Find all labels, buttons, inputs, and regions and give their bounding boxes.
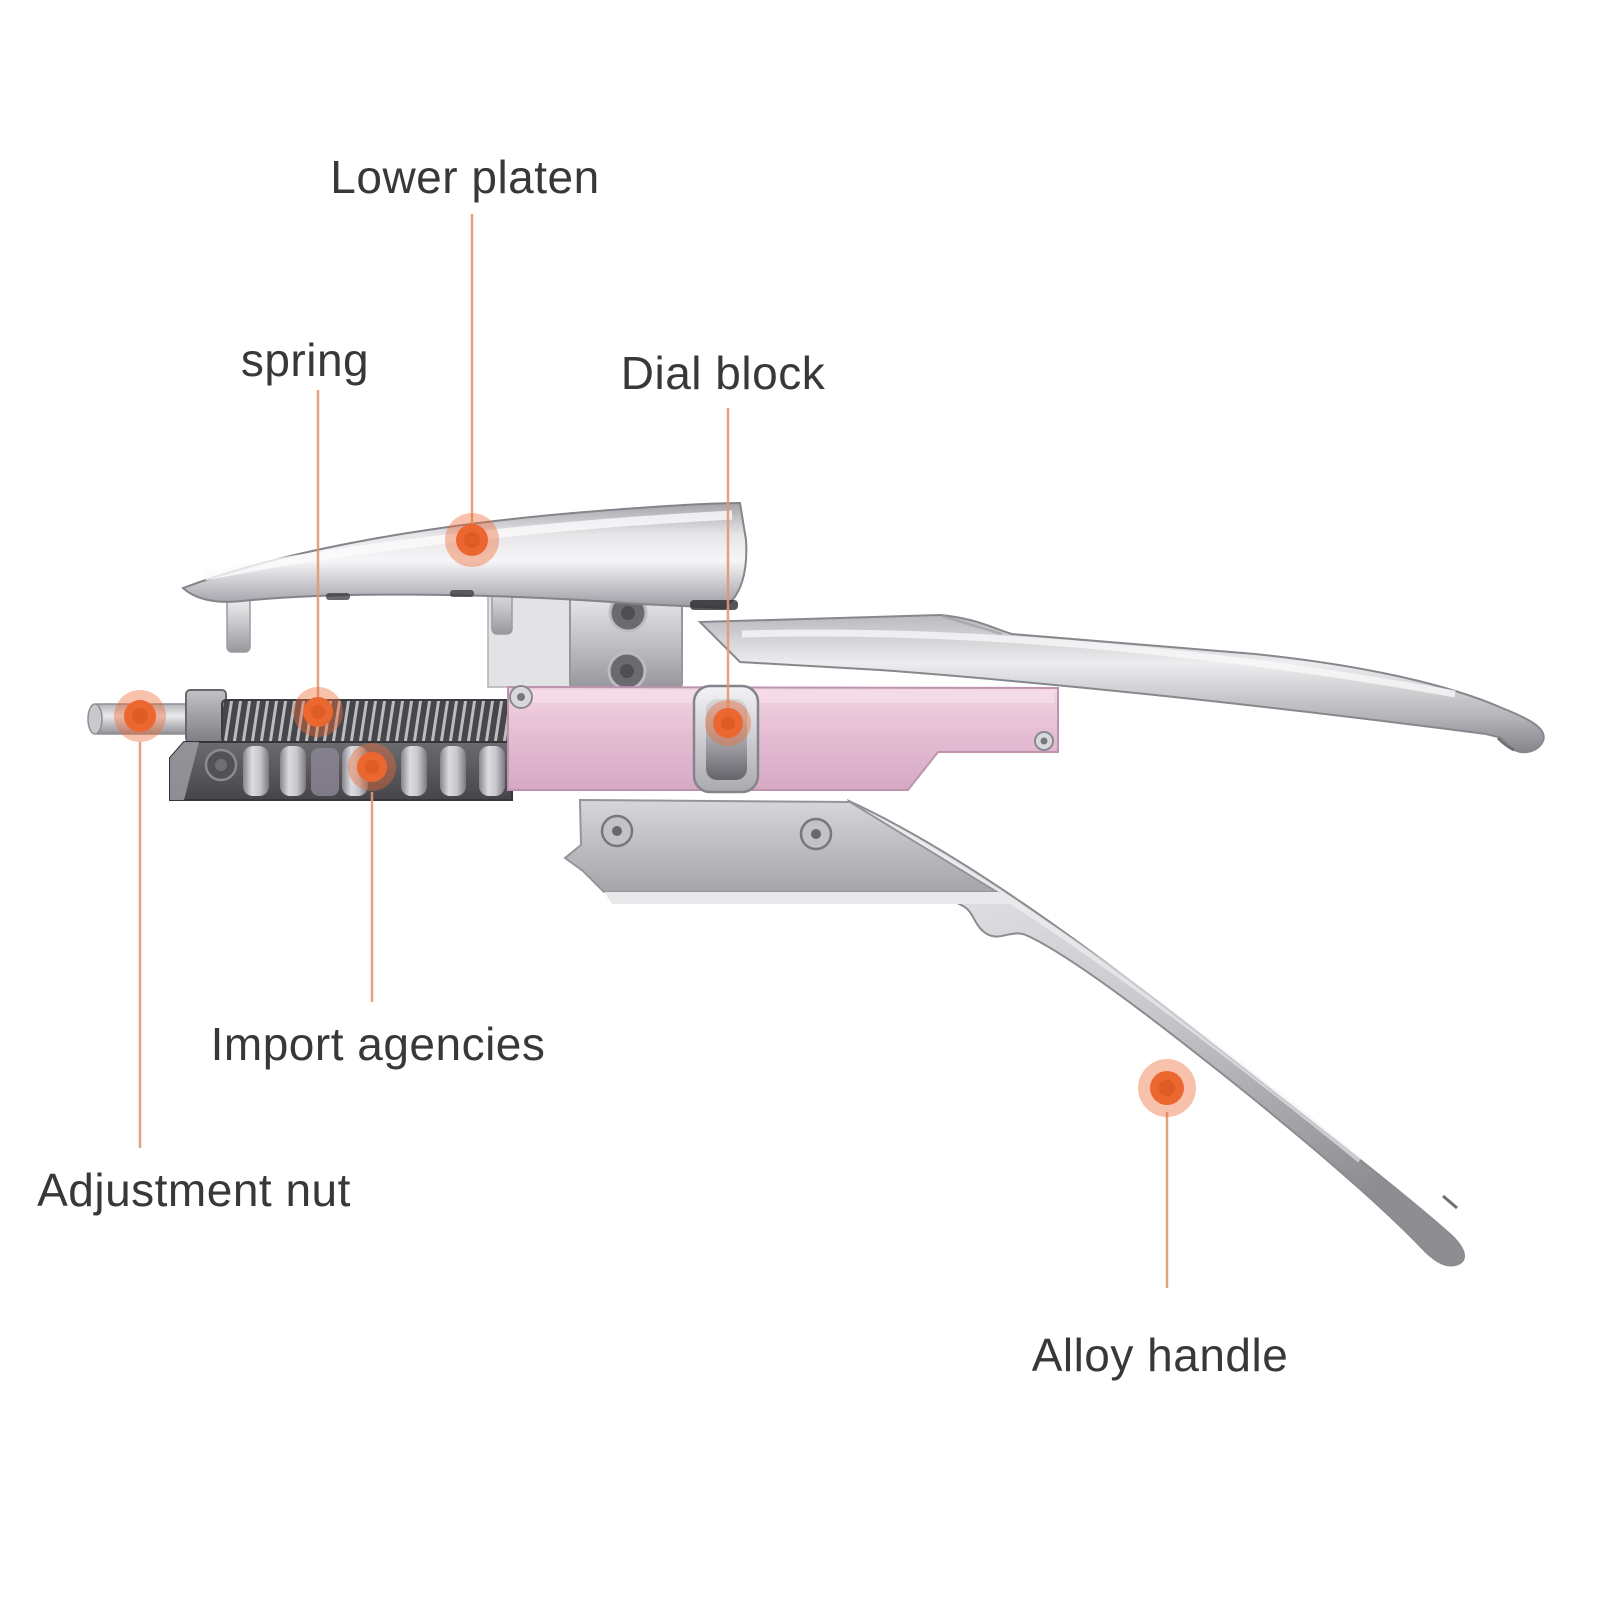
alloy-handle-notch bbox=[1442, 1194, 1458, 1210]
adjustment-nut-block bbox=[185, 689, 227, 743]
bar-purple-segment bbox=[311, 748, 339, 796]
spring-coil bbox=[221, 699, 513, 743]
marker-import-agencies bbox=[348, 743, 396, 791]
blade-slot-3 bbox=[690, 600, 738, 610]
bar-chamfer bbox=[170, 742, 199, 800]
label-dial-block: Dial block bbox=[620, 347, 826, 399]
linkage-screw-right bbox=[799, 817, 833, 851]
upper-handle-step bbox=[941, 614, 1003, 636]
linkage-plate bbox=[563, 798, 1001, 893]
bracket-screw-bottom bbox=[607, 651, 647, 691]
bar-cylinder bbox=[243, 746, 269, 796]
label-spring: spring bbox=[240, 334, 370, 386]
upper-handle bbox=[697, 613, 1545, 754]
bar-cylinder bbox=[440, 746, 466, 796]
spring-rod-assembly bbox=[87, 689, 513, 743]
marker-alloy-handle bbox=[1138, 1059, 1196, 1117]
upper-handle-tip-notch bbox=[1496, 736, 1515, 752]
dial-housing bbox=[507, 684, 1059, 794]
rod-end-cap bbox=[87, 703, 103, 735]
marker-spring bbox=[293, 687, 343, 737]
pink-screw-right bbox=[1034, 731, 1054, 751]
callout-markers bbox=[114, 513, 1196, 1117]
pink-screw-left bbox=[509, 685, 533, 709]
bar-cylinder bbox=[479, 746, 505, 796]
bar-cylinder bbox=[280, 746, 306, 796]
marker-adjustment-nut bbox=[114, 690, 166, 742]
linkage-edge-strip bbox=[604, 892, 1009, 904]
alloy-handle-assembly bbox=[563, 798, 1465, 1267]
marker-dial-block bbox=[705, 700, 751, 746]
label-import-agencies: Import agencies bbox=[210, 1018, 546, 1070]
import-agencies-bar bbox=[169, 741, 513, 801]
leader-lines bbox=[138, 214, 1169, 1288]
blade-slot-2 bbox=[450, 590, 474, 597]
pink-block-highlight bbox=[512, 690, 1054, 703]
upper-handle-highlight bbox=[741, 629, 1456, 698]
linkage-screw-left bbox=[600, 814, 634, 848]
label-alloy-handle: Alloy handle bbox=[1031, 1329, 1289, 1381]
bar-cylinder bbox=[401, 746, 427, 796]
pink-block bbox=[507, 685, 1059, 791]
platen-tab-left bbox=[226, 595, 251, 653]
label-lower-platen: Lower platen bbox=[330, 151, 600, 203]
blade-slot-1 bbox=[326, 593, 350, 600]
label-adjustment-nut: Adjustment nut bbox=[37, 1164, 351, 1216]
pivot-bracket bbox=[487, 582, 683, 691]
marker-lower-platen bbox=[445, 513, 499, 567]
bar-screw bbox=[204, 748, 238, 782]
